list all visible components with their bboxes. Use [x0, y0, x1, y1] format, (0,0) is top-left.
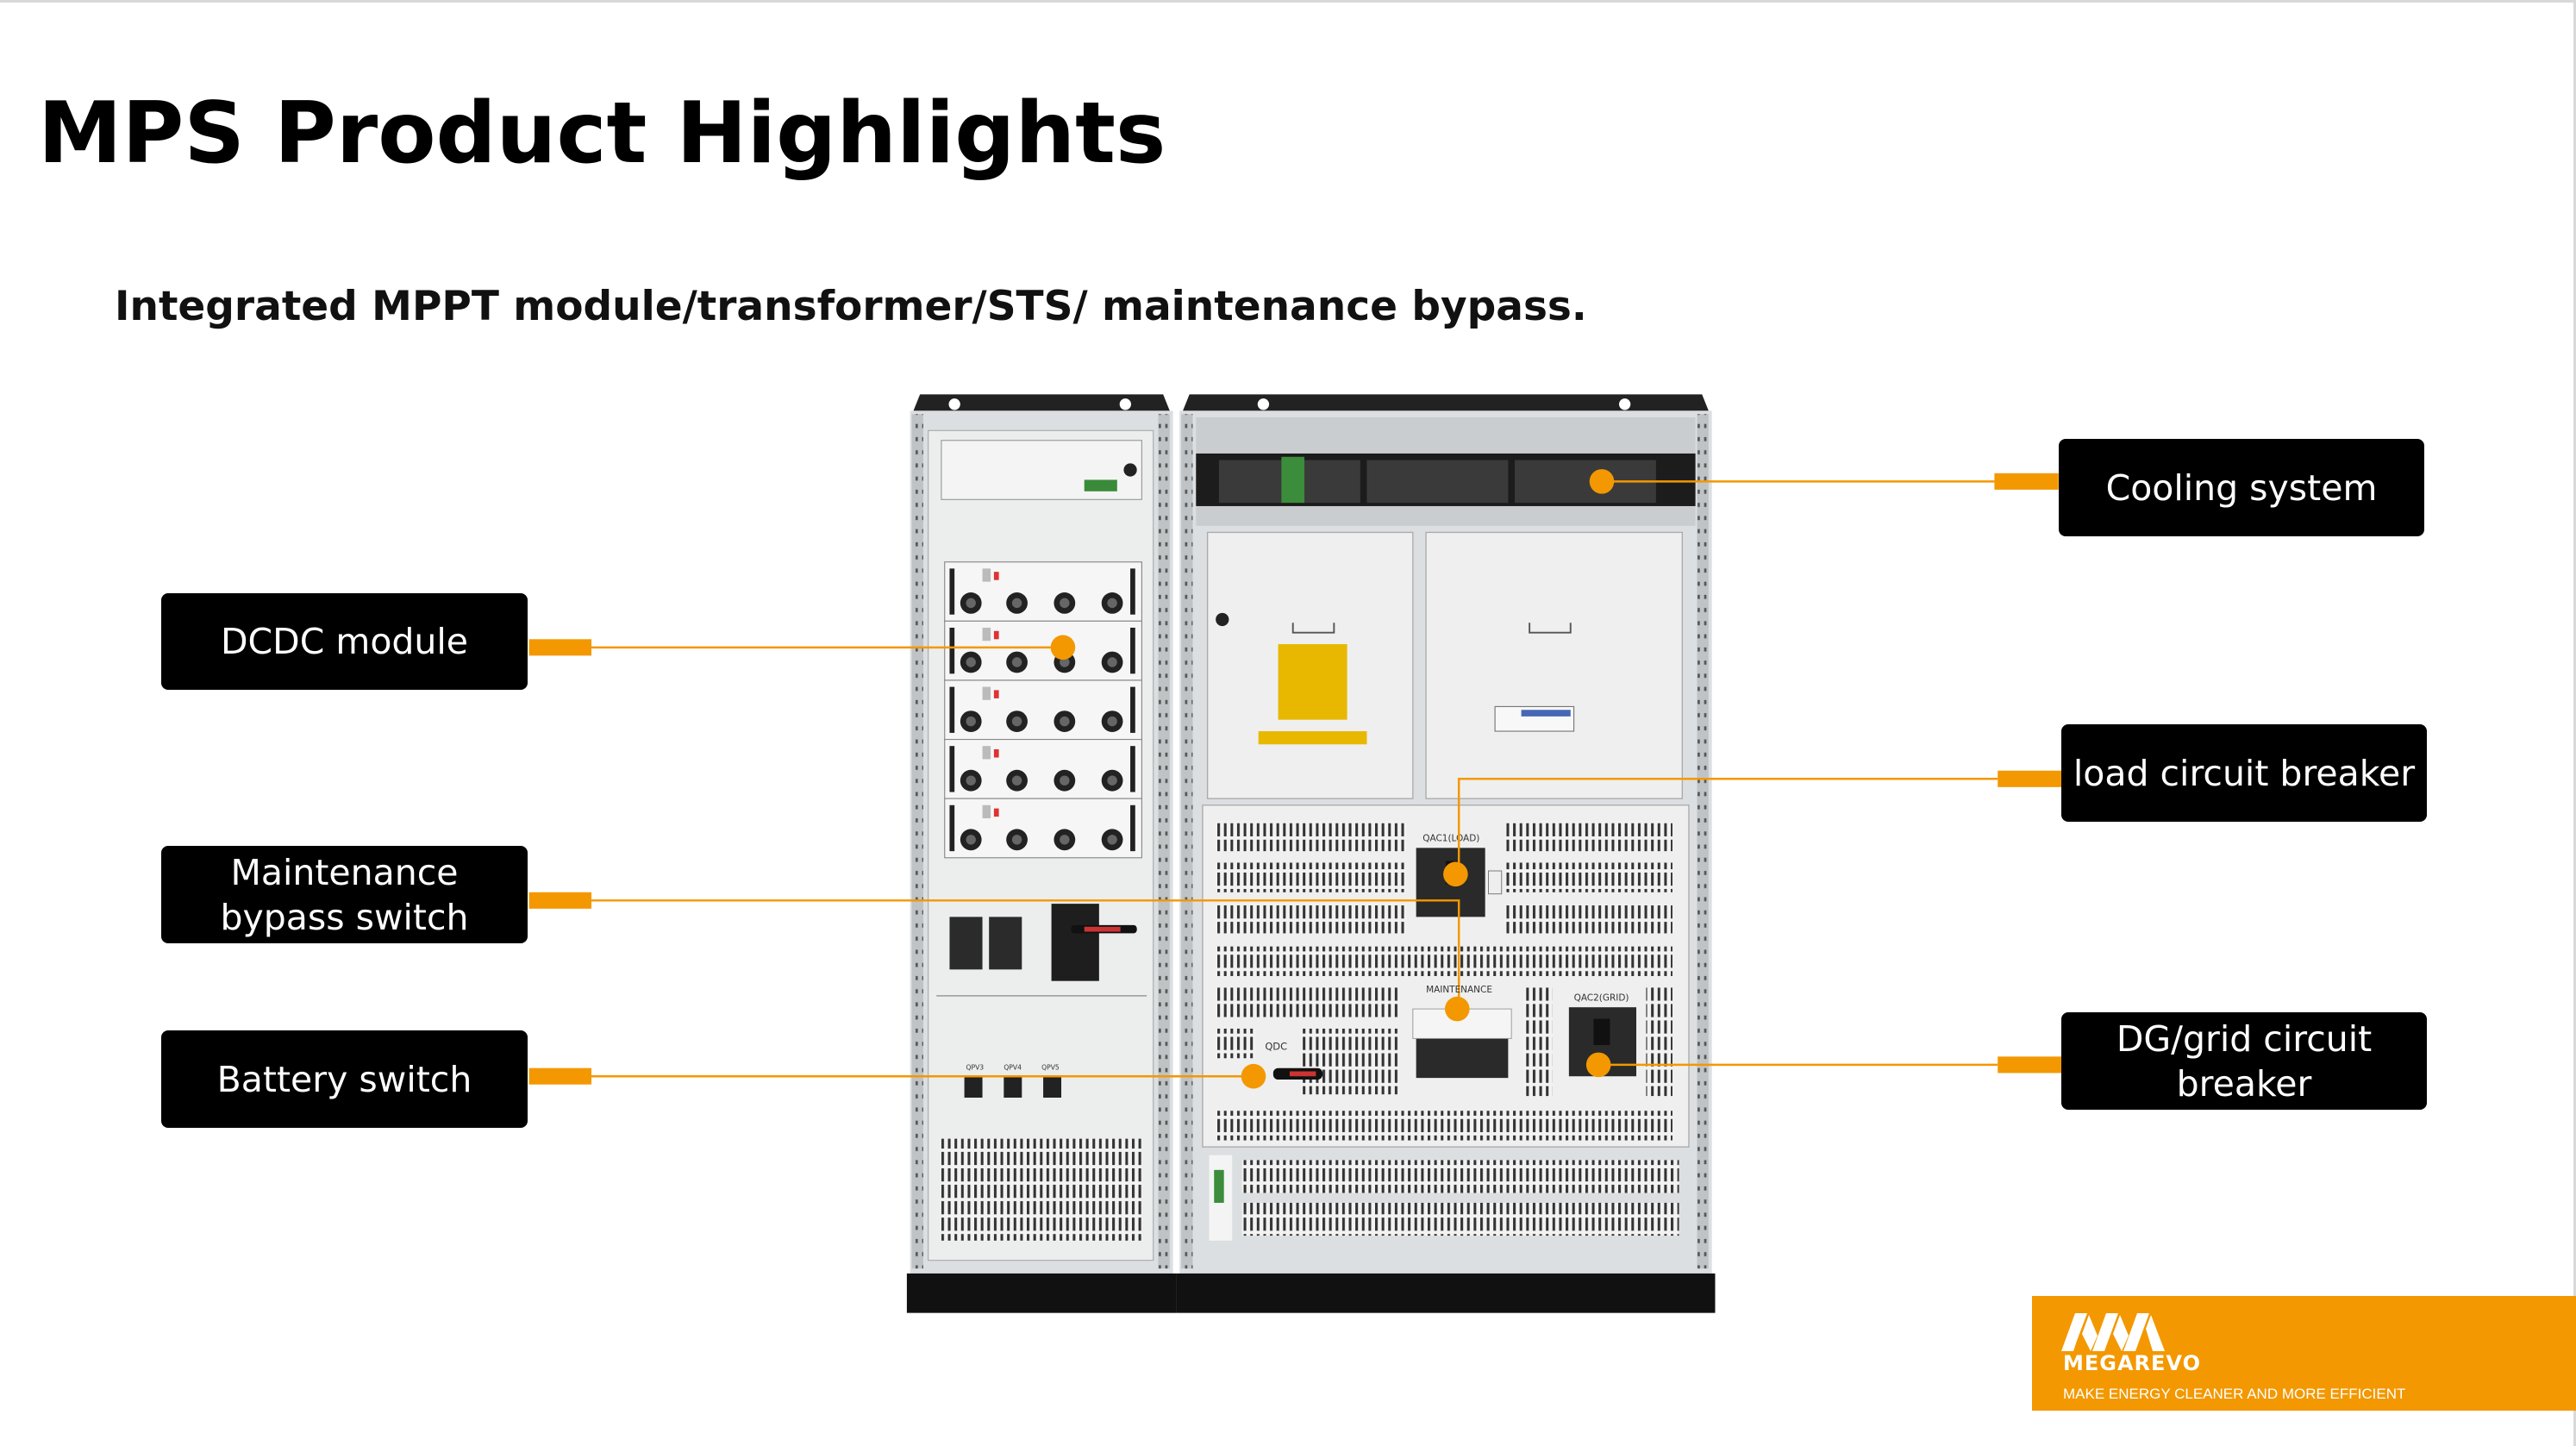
callout-connectors — [591, 480, 1998, 1078]
callout-cooling-system: Cooling system — [2059, 439, 2424, 536]
dg-dot — [1585, 1052, 1611, 1078]
dcdc-modules — [943, 561, 1143, 859]
brand-banner: MEGAREVO MAKE ENERGY CLEANER AND MORE EF… — [2032, 1296, 2576, 1411]
page-title: MPS Product Highlights — [38, 85, 1166, 183]
callout-label: Battery switch — [216, 1058, 472, 1100]
callout-battery-switch: Battery switch — [161, 1030, 528, 1128]
qpv5-label: QPV5 — [1041, 1064, 1060, 1072]
right-cabinet: QAC1(LOAD) QAC2(GRID) QDC — [1176, 394, 1716, 1313]
qac1-label: QAC1(LOAD) — [1422, 834, 1479, 844]
maintenance-dot — [1444, 996, 1470, 1022]
megarevo-logo-icon — [2061, 1313, 2165, 1351]
qpv3-label: QPV3 — [966, 1064, 985, 1072]
callout-dots — [1050, 469, 1615, 1089]
top-border — [0, 0, 2576, 3]
cooling-dot — [1589, 469, 1615, 494]
callout-label: Cooling system — [2105, 466, 2378, 509]
brand-tagline: MAKE ENERGY CLEANER AND MORE EFFICIENT — [2063, 1386, 2406, 1402]
callout-label-line2: breaker — [2176, 1062, 2312, 1105]
page-subtitle: Integrated MPPT module/transformer/STS/ … — [115, 283, 1587, 330]
maintenance-label: MAINTENANCE — [1426, 985, 1492, 995]
callout-dcdc-module: DCDC module — [161, 593, 528, 690]
callout-tabs — [528, 473, 2062, 1085]
callout-dg-grid-breaker: DG/grid circuit breaker — [2061, 1012, 2427, 1110]
qac2-label: QAC2(GRID) — [1574, 993, 1629, 1004]
qpv4-label: QPV4 — [1004, 1064, 1022, 1072]
left-cabinet: QPV3 QPV4 QPV5 — [906, 394, 1177, 1313]
qdc-label: QDC — [1265, 1041, 1287, 1053]
callout-label: DCDC module — [220, 621, 469, 662]
load-dot — [1443, 861, 1468, 887]
battery-dot — [1241, 1063, 1266, 1089]
callout-label-line1: DG/grid circuit — [2116, 1017, 2373, 1060]
right-border — [2573, 0, 2576, 1446]
dcdc-dot — [1050, 635, 1076, 660]
callout-label-line2: bypass switch — [220, 896, 469, 938]
callout-maintenance-bypass: Maintenance bypass switch — [161, 846, 528, 943]
brand-name: MEGAREVO — [2063, 1351, 2201, 1375]
callout-load-breaker: load circuit breaker — [2061, 724, 2427, 822]
callout-label: load circuit breaker — [2073, 752, 2416, 794]
callout-label-line1: Maintenance — [230, 851, 459, 893]
